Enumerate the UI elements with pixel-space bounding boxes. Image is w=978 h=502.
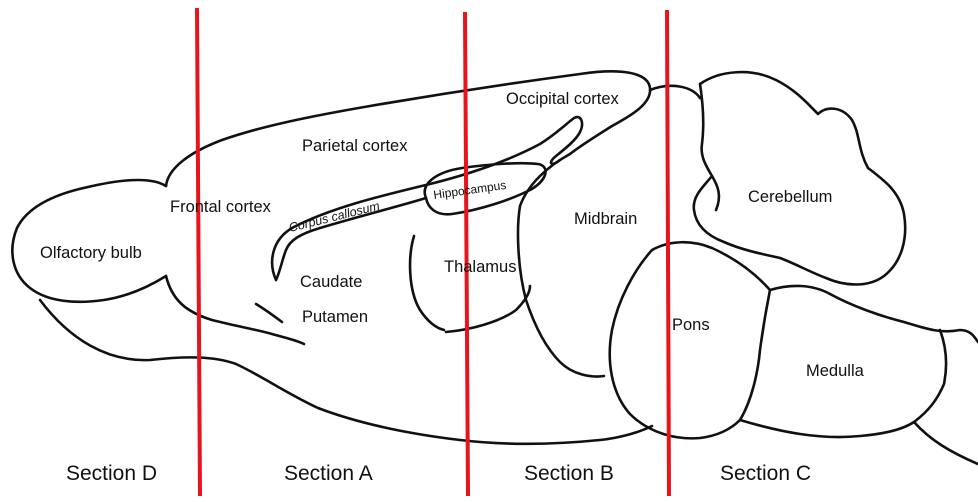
midbrain-outline [518, 154, 604, 376]
section-cut-line-3 [667, 10, 669, 496]
olfactory-bulb-outline [12, 180, 166, 302]
label-section-c: Section C [720, 462, 811, 485]
label-putamen: Putamen [302, 308, 368, 326]
label-frontal-cortex: Frontal cortex [170, 198, 272, 216]
label-pons: Pons [672, 316, 710, 334]
thalamus-outline [410, 236, 530, 332]
tectum-outline [650, 86, 700, 98]
label-corpus-callosum: Corpus callosum [287, 199, 381, 235]
label-olfactory-bulb: Olfactory bulb [40, 244, 142, 262]
label-midbrain: Midbrain [574, 210, 637, 228]
frontal-lower-outline [166, 276, 304, 344]
label-section-b: Section B [524, 462, 614, 485]
putamen-outline [256, 304, 282, 322]
section-cut-line-1 [197, 8, 200, 496]
label-medulla: Medulla [806, 362, 865, 380]
label-section-d: Section D [66, 462, 157, 485]
label-thalamus: Thalamus [444, 258, 516, 276]
cerebrum-outline [166, 71, 650, 186]
pons-outline [610, 242, 770, 438]
label-caudate: Caudate [300, 273, 362, 291]
label-cerebellum: Cerebellum [748, 188, 832, 206]
cerebellum-outline [694, 72, 905, 284]
label-section-a: Section A [284, 462, 373, 485]
cerebellum-fold [712, 176, 719, 210]
label-parietal-cortex: Parietal cortex [302, 137, 408, 155]
label-occipital-cortex: Occipital cortex [506, 90, 620, 108]
section-cut-line-2 [465, 12, 468, 496]
